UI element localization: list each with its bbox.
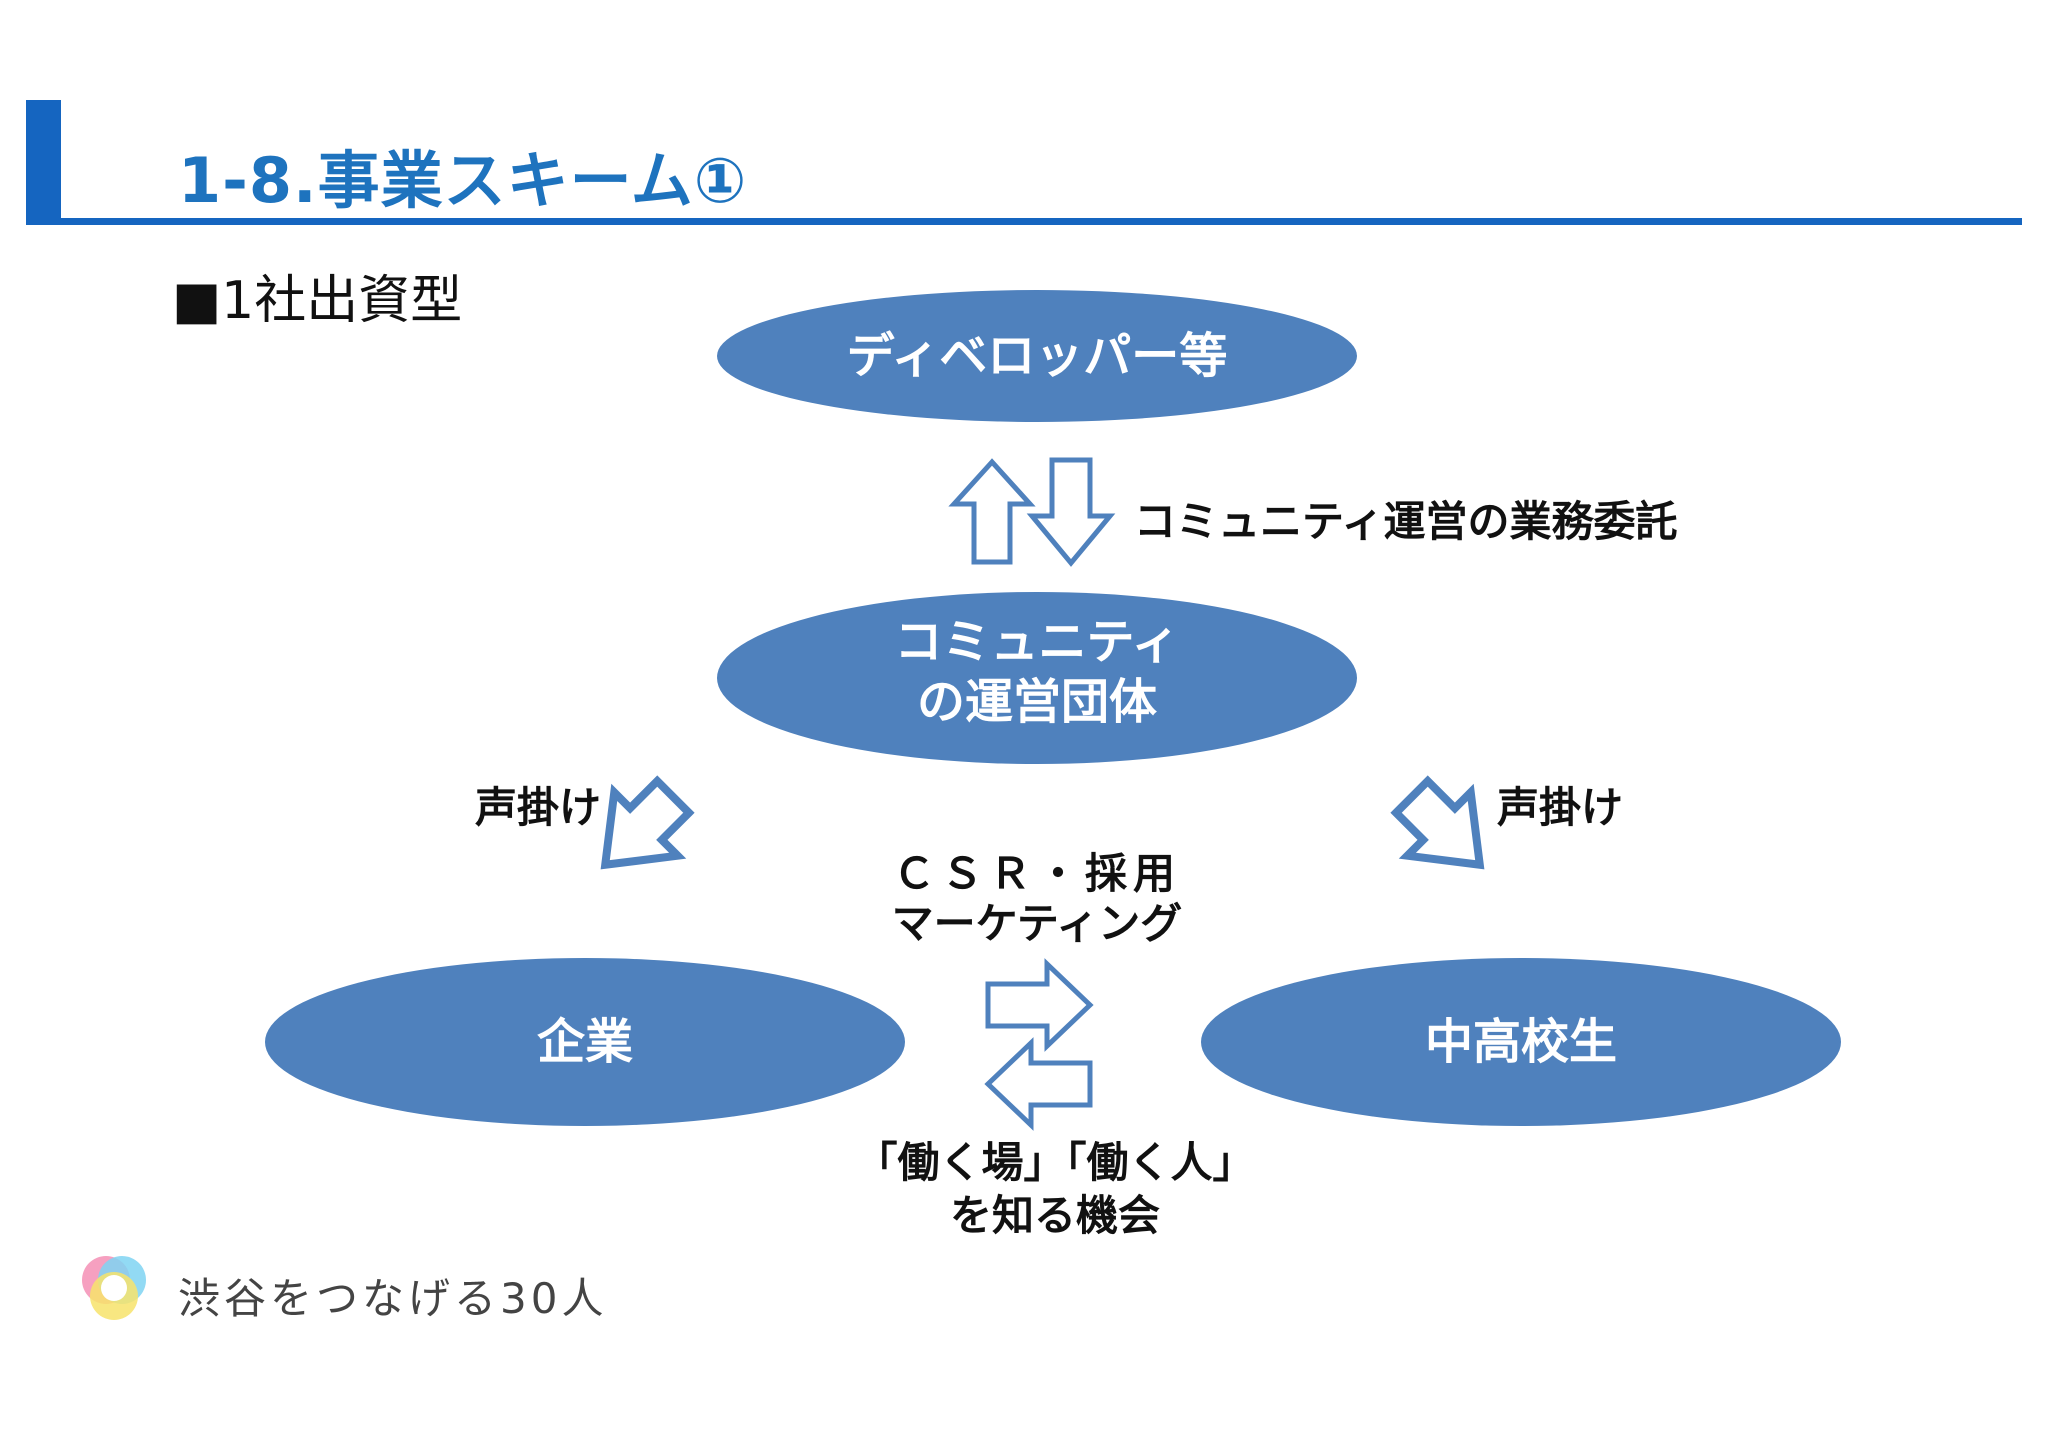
down-left-arrow-icon: [600, 775, 695, 870]
label-call-left: 声掛け: [475, 783, 601, 832]
logo-text: 渋谷をつなげる30人: [178, 1274, 608, 1323]
node-company-label: 企業: [537, 1014, 633, 1070]
label-work-line1: 「働く場」「働く人」: [855, 1138, 1254, 1187]
node-operator-label-line1: コミュニティ: [894, 614, 1179, 670]
slide-title: 1-8.事業スキーム①: [178, 144, 748, 217]
down-right-arrow-icon: [1390, 775, 1485, 870]
node-operator-shape: [717, 592, 1357, 764]
up-arrow-icon: [948, 458, 1036, 565]
label-csr-line2: マーケティング: [892, 899, 1183, 948]
label-commission: コミュニティ運営の業務委託: [1134, 497, 1677, 546]
node-developer: ディベロッパー等: [717, 290, 1357, 422]
slide-subtitle: ■1社出資型: [172, 271, 463, 331]
title-underline: [26, 218, 2022, 225]
label-call-right: 声掛け: [1497, 783, 1623, 832]
node-company: 企業: [265, 958, 905, 1126]
node-students-label: 中高校生: [1425, 1014, 1617, 1070]
node-students-shape: [1201, 958, 1841, 1126]
right-arrow-icon: [985, 958, 1094, 1052]
node-developer-shape: [717, 290, 1357, 422]
node-students: 中高校生: [1201, 958, 1841, 1126]
node-company-shape: [265, 958, 905, 1126]
left-arrow-icon: [984, 1037, 1093, 1131]
node-operator: コミュニティ の運営団体: [717, 592, 1357, 764]
node-developer-label: ディベロッパー等: [847, 328, 1228, 384]
multicolor-ring-icon: [82, 1256, 146, 1320]
label-csr-line1: ＣＳＲ・採用: [893, 849, 1181, 898]
down-arrow-icon: [1026, 457, 1116, 567]
node-operator-label-line2: の運営団体: [917, 674, 1157, 730]
label-work-line2: を知る機会: [950, 1191, 1160, 1240]
commission-arrows: [948, 457, 1116, 567]
title-accent-bar: [26, 100, 61, 223]
